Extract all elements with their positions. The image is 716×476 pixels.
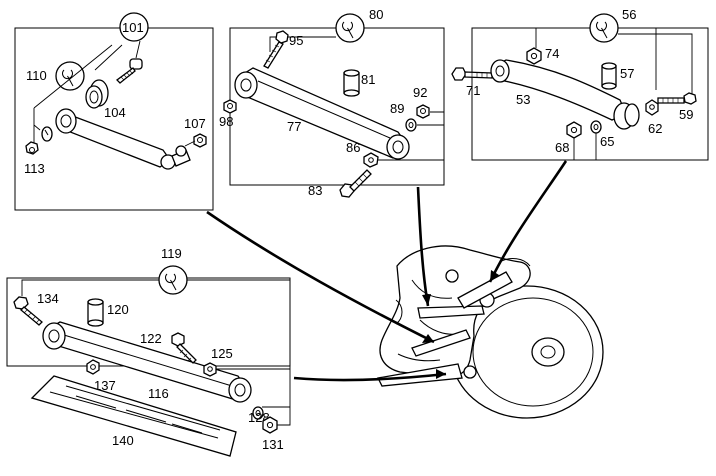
nut-68 [566,121,582,139]
callout-113: 113 [24,161,45,176]
nut-131 [262,416,278,434]
nut-92 [416,104,430,119]
eccentric-washer-62 [645,99,659,116]
wrench-icon [158,265,188,295]
callout-74: 74 [545,46,559,61]
callout-120: 120 [107,302,129,317]
callout-80: 80 [369,7,383,22]
nut-137 [86,359,100,375]
callout-110: 110 [26,68,47,83]
eccentric-washer-125 [203,362,217,377]
eccentric-washer-86 [363,152,379,168]
callout-57: 57 [620,66,634,81]
bolt-59 [657,92,697,105]
callout-125: 125 [211,346,233,361]
washer-left-101 [41,126,53,142]
control-arm-101 [55,108,191,170]
wheel-hub-assembly [377,245,604,419]
callout-95: 95 [289,33,303,48]
bushing-57 [601,62,617,90]
bolt-95 [263,30,289,69]
callout-101: 101 [122,20,144,35]
bushing-81 [343,69,360,97]
callout-137: 137 [94,378,116,393]
callout-53: 53 [516,92,530,107]
control-arm-116 [42,321,252,403]
callout-116: 116 [148,386,169,401]
callout-56: 56 [622,7,636,22]
callout-89: 89 [390,101,404,116]
callout-71: 71 [466,83,480,98]
group-101: 101 104 110 [24,12,207,176]
group-80: 80 95 81 77 98 [219,7,444,198]
control-arm-77 [234,67,410,160]
bolt-134 [13,296,43,326]
nut-113 [25,141,39,155]
nut-98 [223,99,237,114]
bolt-122 [171,332,197,364]
callout-92: 92 [413,85,427,100]
callout-122: 122 [140,331,162,346]
callout-86: 86 [346,140,360,155]
callout-68: 68 [555,140,569,155]
callout-104: 104 [104,105,126,120]
callout-107: 107 [184,116,206,131]
wrench-icon [119,12,149,42]
bolt-83 [339,169,372,198]
group-56: 56 71 74 57 53 [451,7,697,160]
washer-128 [252,406,264,420]
control-arm-53 [490,59,640,130]
wrench-icon [335,13,365,43]
callout-140: 140 [112,433,134,448]
leader-arrows [206,160,568,382]
guard-plate-140 [30,375,237,457]
callout-134: 134 [37,291,59,306]
callout-98: 98 [219,114,233,129]
nut-74 [526,47,542,65]
bushing-120 [87,298,104,327]
bolt-101 [116,58,143,84]
bushing-104 [85,79,109,109]
callout-77: 77 [287,119,301,134]
callout-119: 119 [161,246,182,261]
washer-65 [590,120,602,134]
callout-62: 62 [648,121,662,136]
nut-107 [193,133,207,148]
callout-131: 131 [262,437,284,452]
wrench-icon [55,61,85,91]
callout-65: 65 [600,134,614,149]
bolt-71 [451,67,493,81]
callout-83: 83 [308,183,322,198]
group-119: 119 134 120 116 1 [13,246,291,457]
callout-81: 81 [361,72,375,87]
callout-59: 59 [679,107,693,122]
wrench-icon [589,13,619,43]
washer-89 [405,118,417,132]
box-101 [14,27,214,211]
